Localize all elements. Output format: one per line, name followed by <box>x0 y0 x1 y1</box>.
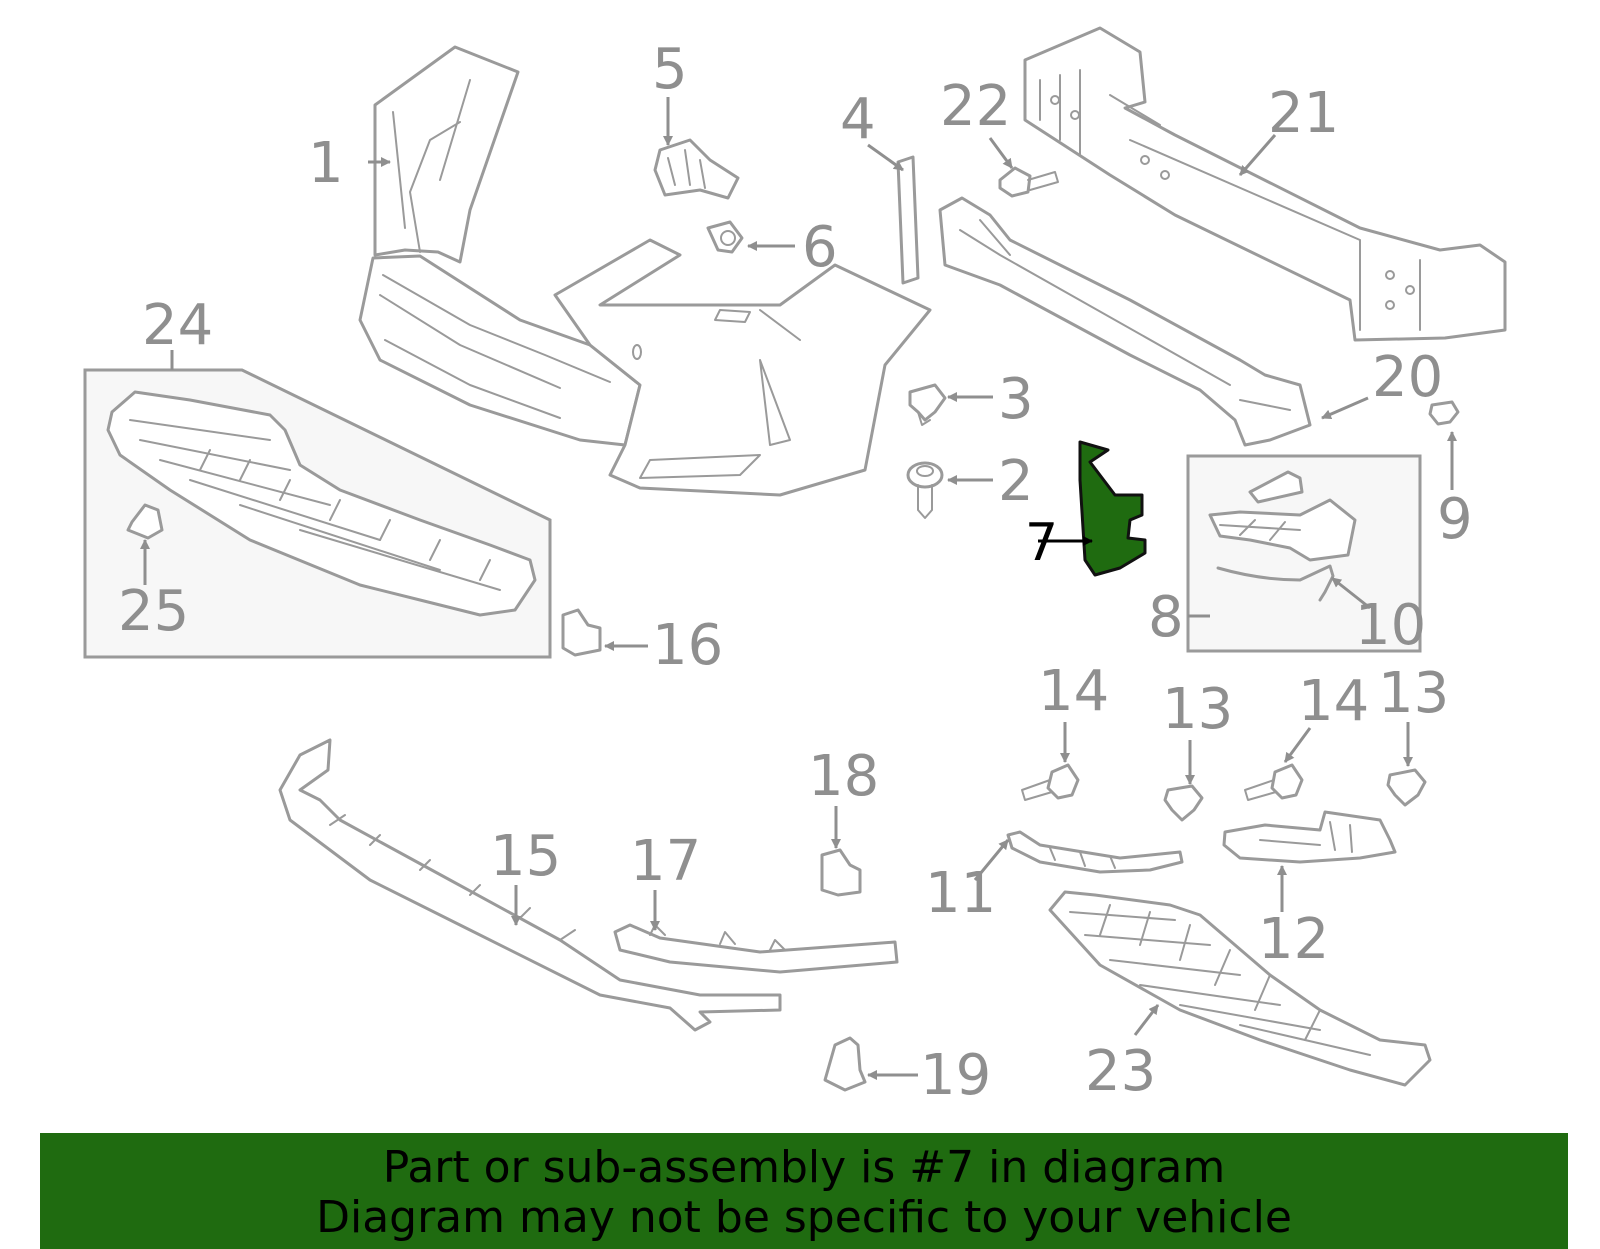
part-16-retainer[interactable] <box>561 608 602 657</box>
part-5-bracket[interactable] <box>653 138 740 200</box>
label-4: 4 <box>840 87 876 152</box>
label-16: 16 <box>652 613 723 678</box>
label-5: 5 <box>652 37 688 102</box>
label-13a: 13 <box>1162 677 1233 742</box>
part-1-bumper-cover-upper[interactable] <box>358 45 932 497</box>
part-20-absorber[interactable] <box>938 196 1312 447</box>
part-22-bolt[interactable] <box>998 166 1059 198</box>
part-13-clip-left[interactable] <box>1163 784 1204 822</box>
part-23-lower-grille[interactable] <box>1048 890 1432 1087</box>
label-13b: 13 <box>1378 661 1449 726</box>
label-19: 19 <box>920 1043 991 1108</box>
label-10: 10 <box>1355 593 1426 658</box>
part-21-reinforcement[interactable] <box>1023 26 1507 342</box>
label-2: 2 <box>998 449 1034 514</box>
info-banner: Part or sub-assembly is #7 in diagram Di… <box>40 1133 1568 1249</box>
label-14a: 14 <box>1038 659 1109 724</box>
label-9: 9 <box>1437 487 1473 552</box>
label-20: 20 <box>1372 345 1443 410</box>
label-7: 7 <box>1025 513 1058 573</box>
part-15-lower-molding[interactable] <box>278 738 782 1032</box>
label-24: 24 <box>142 293 213 358</box>
label-8: 8 <box>1148 585 1184 650</box>
part-6-clip[interactable] <box>706 220 744 254</box>
part-9-clip[interactable] <box>1428 400 1460 426</box>
label-12: 12 <box>1258 907 1329 972</box>
part-12-lower-bracket[interactable] <box>1222 810 1397 864</box>
label-14b: 14 <box>1298 669 1369 734</box>
label-6: 6 <box>802 215 838 280</box>
callout-labels: 1 2 3 4 5 6 7 8 9 10 11 12 13 13 14 14 1… <box>118 37 1473 1108</box>
part-13-clip-right[interactable] <box>1386 768 1427 807</box>
label-25: 25 <box>118 579 189 644</box>
label-21: 21 <box>1268 81 1339 146</box>
label-1: 1 <box>308 131 344 196</box>
leader-lines <box>140 97 1457 1080</box>
banner-line-2: Diagram may not be specific to your vehi… <box>316 1192 1292 1243</box>
label-23: 23 <box>1085 1039 1156 1104</box>
label-17: 17 <box>630 829 701 894</box>
label-15: 15 <box>490 824 561 889</box>
part-14-bolt-right[interactable] <box>1244 763 1304 801</box>
banner-line-1: Part or sub-assembly is #7 in diagram <box>382 1142 1226 1193</box>
part-8-assembly-box[interactable] <box>1186 454 1422 653</box>
part-14-bolt-left[interactable] <box>1021 763 1080 801</box>
part-11-lower-bracket[interactable] <box>1006 830 1184 874</box>
part-24-splash-shield-box[interactable] <box>83 368 552 659</box>
part-19-retainer[interactable] <box>823 1036 867 1092</box>
label-18: 18 <box>808 744 879 809</box>
part-18-retainer[interactable] <box>820 848 862 897</box>
part-2-screw[interactable] <box>906 461 944 519</box>
label-22: 22 <box>940 74 1011 139</box>
label-3: 3 <box>998 367 1034 432</box>
part-17-molding[interactable] <box>613 923 899 974</box>
part-3-clip[interactable] <box>908 383 947 426</box>
part-4-molding[interactable] <box>896 155 920 285</box>
label-11: 11 <box>925 861 996 926</box>
part-7-highlighted-bracket[interactable] <box>1078 440 1147 577</box>
